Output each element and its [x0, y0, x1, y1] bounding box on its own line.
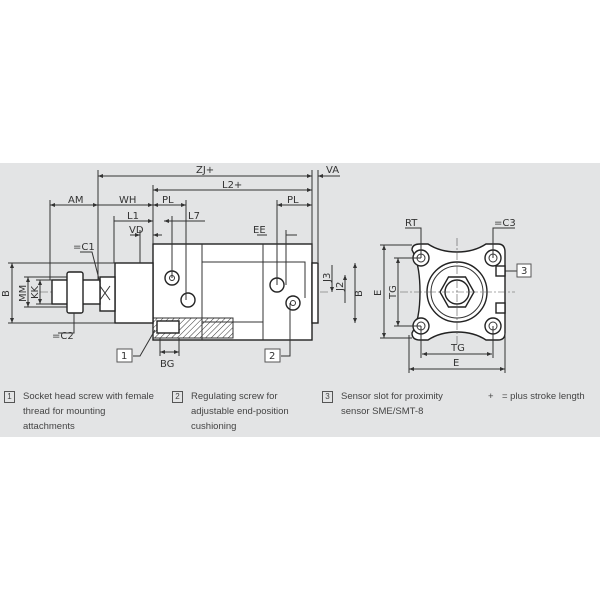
- callout-1: 1: [121, 351, 127, 362]
- dim-j2: J2: [335, 282, 346, 292]
- dim-l2: L2+: [222, 180, 242, 191]
- dim-mm: MM: [18, 285, 29, 302]
- side-view: ZJ+ VA L2+ AM WH PL PL L1 L7 VD EE =C1 =…: [1, 165, 517, 370]
- dim-wh: WH: [119, 195, 136, 206]
- dim-c3: =C3: [494, 218, 516, 229]
- legend-item-plus: += plus stroke length: [488, 391, 585, 402]
- dim-e-horizontal: E: [453, 358, 459, 369]
- dim-tg-horizontal: TG: [450, 343, 465, 354]
- dim-rt: RT: [405, 218, 418, 229]
- dim-kk: KK: [30, 285, 41, 299]
- dim-e-vertical: E: [373, 290, 384, 296]
- dim-c1: =C1: [73, 242, 95, 253]
- dim-va: VA: [326, 165, 339, 176]
- dim-pl-left: PL: [162, 195, 174, 206]
- dim-ee: EE: [253, 225, 266, 236]
- dim-j3: J3: [322, 273, 333, 283]
- callout-2: 2: [269, 351, 275, 362]
- dim-l7: L7: [188, 211, 200, 222]
- dim-l1: L1: [127, 211, 139, 222]
- dim-b-left: B: [1, 290, 12, 297]
- dim-tg-vertical: TG: [388, 285, 399, 300]
- front-view: RT =C3 TG E E TG 3: [373, 218, 532, 373]
- dim-pl-right: PL: [287, 195, 299, 206]
- callout-3: 3: [521, 266, 527, 277]
- dim-b-right: B: [354, 290, 365, 297]
- dim-vd: VD: [129, 225, 144, 236]
- dim-c2: =C2: [52, 331, 74, 342]
- dim-zj: ZJ+: [196, 165, 214, 176]
- dim-bg: BG: [160, 359, 174, 370]
- dim-am: AM: [68, 195, 83, 206]
